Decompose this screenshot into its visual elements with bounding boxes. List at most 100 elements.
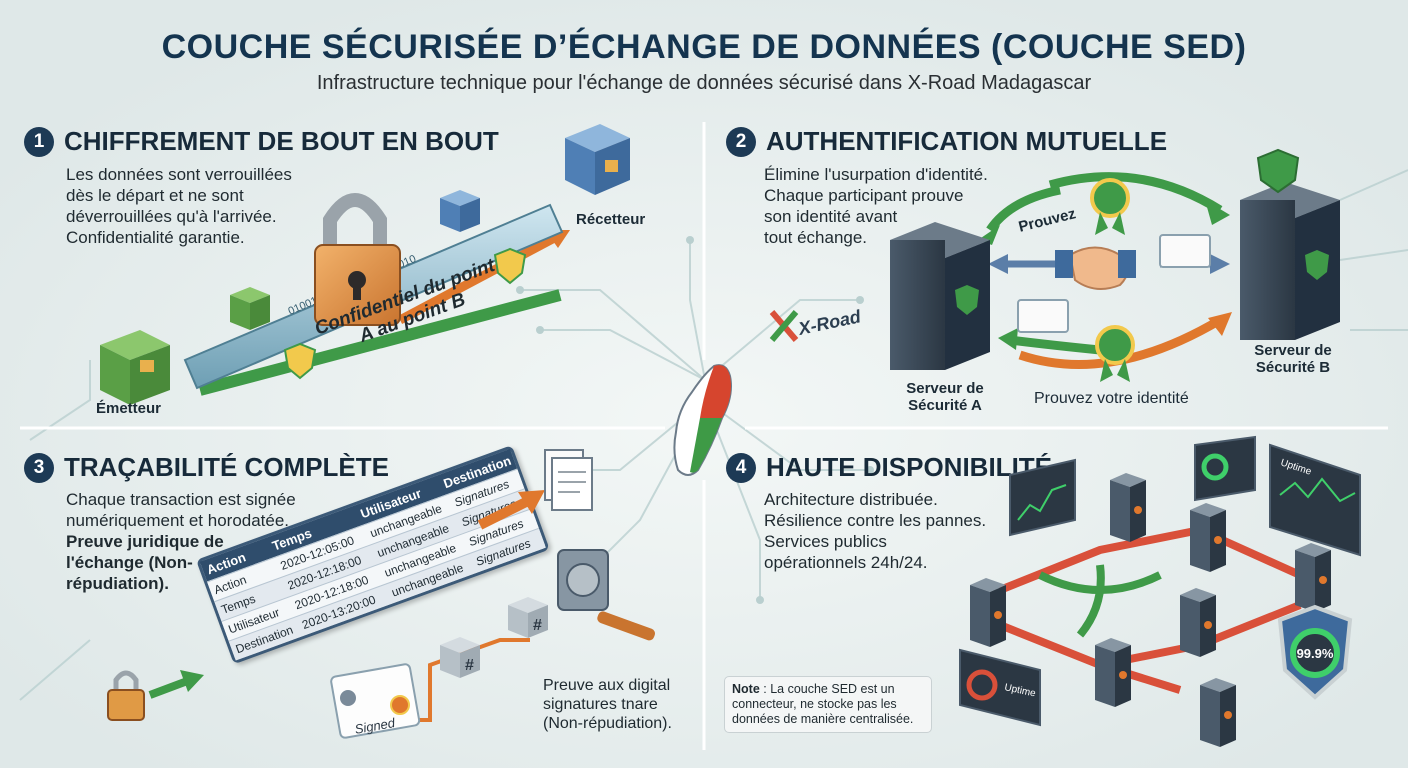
section-4-line: opérationnels 24h/24. <box>764 553 928 572</box>
server-cluster <box>970 473 1331 747</box>
note-text: : La couche SED est un connecteur, ne st… <box>732 682 914 726</box>
section-2-number: 2 <box>726 126 756 157</box>
section-3-title: TRAÇABILITÉ COMPLÈTE <box>64 452 389 482</box>
section-3-bold-line: l'échange (Non- <box>66 553 193 572</box>
signature-proof-line: (Non-répudiation). <box>543 715 672 732</box>
certificate-badge-icon <box>1095 325 1135 382</box>
section-4-description: Architecture distribuée. Résilience cont… <box>764 489 986 573</box>
server-stack-icon <box>1180 588 1216 657</box>
uptime-monitor-left <box>1009 458 1076 537</box>
page-subtitle: Infrastructure technique pour l'échange … <box>316 72 1092 94</box>
server-stack-icon <box>1295 543 1331 612</box>
green-arrow-top <box>1048 172 1223 214</box>
shield-icon <box>955 285 979 315</box>
signature-proof-caption: Preuve aux digital signatures tnare (Non… <box>543 676 672 733</box>
xroad-logo-icon <box>769 310 799 342</box>
section-2-line: tout échange. <box>764 228 868 247</box>
server-a-label: Serveur de Sécurité A <box>890 380 1000 414</box>
section-1-header: 1 CHIFFREMENT DE BOUT EN BOUT <box>24 126 499 157</box>
green-network-arrows <box>1038 564 1162 638</box>
server-b <box>1240 148 1340 340</box>
traceability-illustration: # # Signed <box>107 449 655 739</box>
note-label: Note <box>732 682 760 696</box>
stamp-machine-icon <box>557 549 655 641</box>
section-1-number: 1 <box>24 126 54 157</box>
red-network-arrows <box>998 526 1302 694</box>
section-1-line: Confidentialité garantie. <box>66 228 245 247</box>
server-stack-icon <box>1110 473 1146 542</box>
small-green-cube <box>230 287 270 330</box>
section-1-line: déverrouillées qu'à l'arrivée. <box>66 207 277 226</box>
availability-illustration: Uptime Uptime 99.9% <box>959 435 1361 747</box>
hash-symbol: # <box>465 657 474 674</box>
certificate-icon <box>1159 234 1211 268</box>
hash-cube: # <box>508 597 548 638</box>
handshake-icon <box>1055 246 1136 290</box>
availability-value: 99.9% <box>1297 646 1334 661</box>
note-box: Note : La couche SED est un connecteur, … <box>724 676 932 733</box>
uptime-monitor-right: Uptime <box>1269 443 1361 557</box>
green-arrow <box>148 676 192 699</box>
encryption-illustration: 01001 0101010 101010 010 <box>100 124 630 405</box>
section-4-line: Architecture distribuée. <box>764 490 938 509</box>
shield-check-icon <box>1256 148 1300 194</box>
section-4-line: Services publics <box>764 532 887 551</box>
section-3-number: 3 <box>24 452 54 483</box>
padlock-icon <box>314 193 401 326</box>
section-2-title: AUTHENTIFICATION MUTUELLE <box>766 126 1168 156</box>
section-3-bold-line: répudiation). <box>66 574 169 593</box>
padlock-icon <box>107 670 145 721</box>
availability-shield-icon: 99.9% <box>1277 604 1353 700</box>
dashboard-monitor <box>1194 435 1256 502</box>
section-4-line: Résilience contre les pannes. <box>764 511 987 530</box>
section-3-line: numériquement et horodatée. <box>66 511 290 530</box>
section-4-header: 4 HAUTE DISPONIBILITÉ <box>726 452 1052 483</box>
server-a <box>890 222 990 370</box>
section-3-description: Chaque transaction est signée numériquem… <box>66 489 296 594</box>
madagascar-map-icon <box>673 364 732 476</box>
server-stack-icon <box>970 578 1006 647</box>
server-b-label-line: Sécurité B <box>1255 359 1331 376</box>
orange-arrow <box>477 495 533 530</box>
section-1-line: Les données sont verrouillées <box>66 165 292 184</box>
shield-icon <box>283 342 317 380</box>
section-2-line: Élimine l'usurpation d'identité. <box>764 165 988 184</box>
receiver-cube <box>565 124 630 195</box>
shield-icon <box>1305 250 1329 280</box>
server-stack-icon <box>1095 638 1131 707</box>
server-stack-icon <box>1190 503 1226 572</box>
hash-symbol: # <box>533 617 542 634</box>
server-b-label: Serveur de Sécurité B <box>1238 342 1348 376</box>
page-title: COUCHE SÉCURISÉE D’ÉCHANGE DE DONNÉES (C… <box>161 28 1247 66</box>
signed-card-icon: Signed <box>330 663 421 739</box>
server-stack-icon <box>1200 678 1236 747</box>
authentication-illustration: X-Road <box>769 148 1340 382</box>
section-1-title: CHIFFREMENT DE BOUT EN BOUT <box>64 126 499 156</box>
section-4-number: 4 <box>726 452 756 483</box>
signature-proof-line: signatures tnare <box>543 696 658 713</box>
section-2-line: son identité avant <box>764 207 898 226</box>
section-3-header: 3 TRAÇABILITÉ COMPLÈTE <box>24 452 389 483</box>
certificate-icon <box>1017 299 1069 333</box>
document-icon <box>544 449 593 511</box>
server-a-label-line: Serveur de <box>906 380 984 397</box>
orange-flow-arrow <box>397 231 563 324</box>
prove-bottom-label: Prouvez votre identité <box>1034 390 1189 407</box>
small-blue-cube <box>440 190 480 232</box>
receiver-label: Récetteur <box>576 211 646 228</box>
sender-label: Émetteur <box>96 400 162 417</box>
hash-cube: # <box>440 637 480 678</box>
certificate-badge-icon <box>1090 178 1130 235</box>
sender-cube <box>100 330 170 405</box>
shield-icon <box>493 247 527 285</box>
signature-proof-line: Preuve aux digital <box>543 677 671 694</box>
server-b-label-line: Serveur de <box>1254 342 1332 359</box>
section-3-line: Chaque transaction est signée <box>66 490 296 509</box>
section-2-header: 2 AUTHENTIFICATION MUTUELLE <box>726 126 1167 157</box>
signed-text: Signed <box>354 715 397 737</box>
section-1-description: Les données sont verrouillées dès le dép… <box>66 164 292 248</box>
server-a-label-line: Sécurité A <box>908 397 982 414</box>
section-4-title: HAUTE DISPONIBILITÉ <box>766 452 1053 482</box>
section-1-line: dès le départ et ne sont <box>66 186 244 205</box>
section-3-bold-line: Preuve juridique de <box>66 532 224 551</box>
